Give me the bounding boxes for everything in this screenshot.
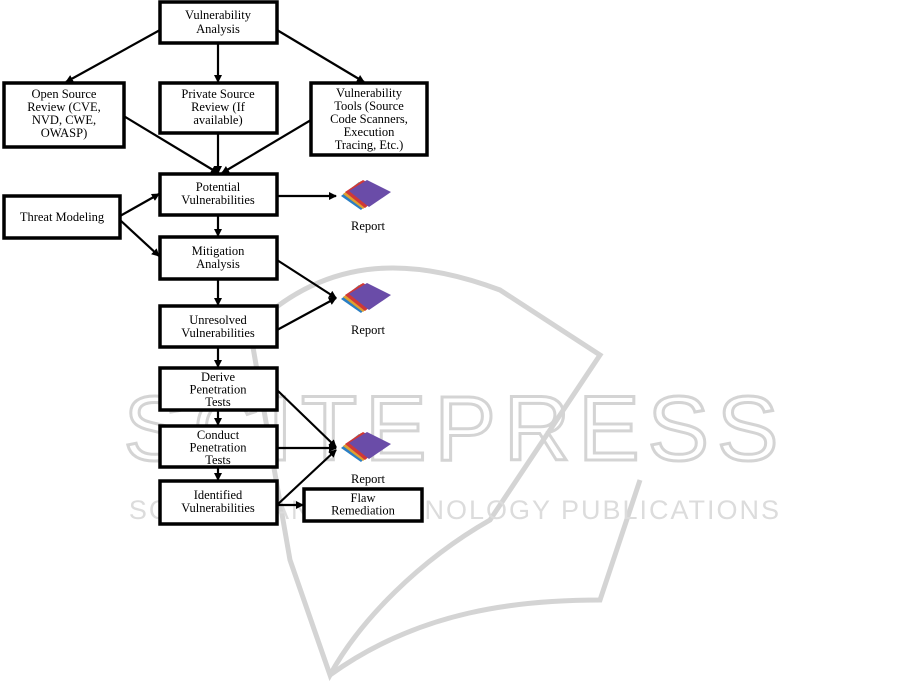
report-stack-icon xyxy=(341,283,391,313)
report-label: Report xyxy=(351,219,386,233)
svg-text:Threat Modeling: Threat Modeling xyxy=(20,210,105,224)
report-stack-icon xyxy=(341,432,391,462)
report-3: Report xyxy=(341,432,391,486)
node-threat-modeling: Threat Modeling xyxy=(2,194,122,240)
report-label: Report xyxy=(351,472,386,486)
edges xyxy=(65,29,365,509)
watermark-book-page-icon xyxy=(328,479,643,678)
report-2: Report xyxy=(341,283,391,337)
watermark-book-icon xyxy=(247,265,604,682)
report-label: Report xyxy=(351,323,386,337)
report-stack-icon xyxy=(341,180,391,210)
report-1: Report xyxy=(341,180,391,233)
